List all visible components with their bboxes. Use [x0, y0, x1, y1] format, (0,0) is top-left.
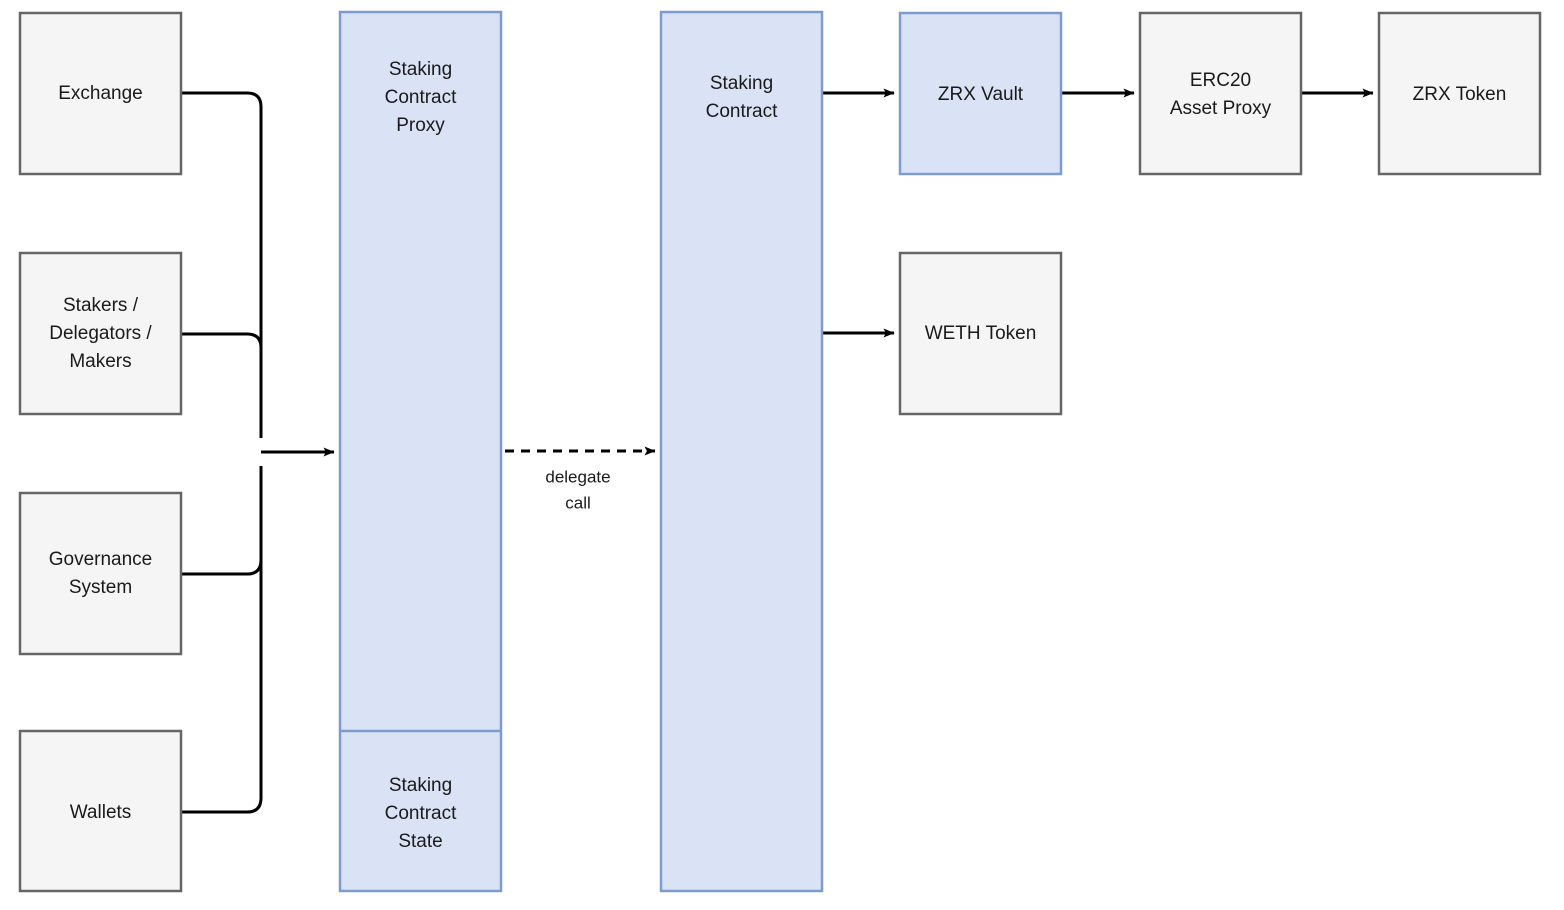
edge-wallets-to-proxy [181, 466, 263, 814]
stakers-label-line1: Stakers / [63, 295, 139, 316]
edge-stakers-to-proxy [181, 332, 263, 438]
stakers-label-line3: Makers [69, 351, 131, 372]
staking-contract-proxy-label-line2: Contract [385, 87, 458, 108]
governance-label-line2: System [69, 577, 132, 598]
wallets-label: Wallets [70, 802, 132, 823]
staking-contract-label-line2: Contract [706, 101, 779, 122]
erc20-asset-proxy-box[interactable] [1138, 11, 1303, 176]
node-weth-token[interactable]: WETH Token [898, 251, 1063, 416]
erc20-asset-proxy-label-line2: Asset Proxy [1170, 98, 1272, 119]
edge-governance-to-proxy [181, 466, 263, 576]
edge-layer [181, 88, 1374, 814]
node-zrx-vault[interactable]: ZRX Vault [898, 11, 1063, 176]
exchange-label: Exchange [58, 83, 143, 104]
node-layer: Exchange Stakers / Delegators / Makers G… [18, 10, 1542, 893]
delegate-call-label-line1: delegate [545, 467, 610, 486]
weth-token-box[interactable] [898, 251, 1063, 416]
staking-contract-state-label-line3: State [398, 831, 442, 852]
node-erc20-asset-proxy[interactable]: ERC20 Asset Proxy [1138, 11, 1303, 176]
staking-contract-proxy-label-line3: Proxy [396, 115, 445, 136]
node-wallets[interactable]: Wallets [18, 729, 183, 893]
governance-label-line1: Governance [49, 549, 153, 570]
edge-label-layer: delegate call [545, 467, 610, 512]
node-exchange[interactable]: Exchange [18, 11, 183, 176]
weth-token-label: WETH Token [925, 323, 1037, 344]
zrx-token-box[interactable] [1377, 11, 1542, 176]
erc20-asset-proxy-label-line1: ERC20 [1190, 70, 1251, 91]
edge-exchange-to-proxy [181, 91, 263, 438]
wallets-box[interactable] [18, 729, 183, 893]
staking-contract-state-label-line2: Contract [385, 803, 458, 824]
staking-contract-box[interactable] [659, 10, 824, 893]
governance-box[interactable] [18, 491, 183, 656]
staking-contract-label-line1: Staking [710, 73, 773, 94]
stakers-box[interactable] [18, 251, 183, 416]
node-zrx-token[interactable]: ZRX Token [1377, 11, 1542, 176]
node-stakers-delegators-makers[interactable]: Stakers / Delegators / Makers [18, 251, 183, 416]
zrx-vault-box[interactable] [898, 11, 1063, 176]
delegate-call-label-line2: call [565, 493, 591, 512]
staking-contract-proxy-box[interactable] [338, 10, 503, 893]
node-staking-contract[interactable]: Staking Contract [659, 10, 824, 893]
node-governance-system[interactable]: Governance System [18, 491, 183, 656]
stakers-label-line2: Delegators / [49, 323, 152, 344]
node-staking-contract-proxy-column[interactable]: Staking Contract Proxy Staking Contract … [338, 10, 503, 893]
zrx-token-label: ZRX Token [1413, 84, 1507, 105]
exchange-box[interactable] [18, 11, 183, 176]
zrx-vault-label: ZRX Vault [938, 84, 1024, 105]
staking-contract-state-label-line1: Staking [389, 775, 452, 796]
staking-contract-proxy-label-line1: Staking [389, 59, 452, 80]
